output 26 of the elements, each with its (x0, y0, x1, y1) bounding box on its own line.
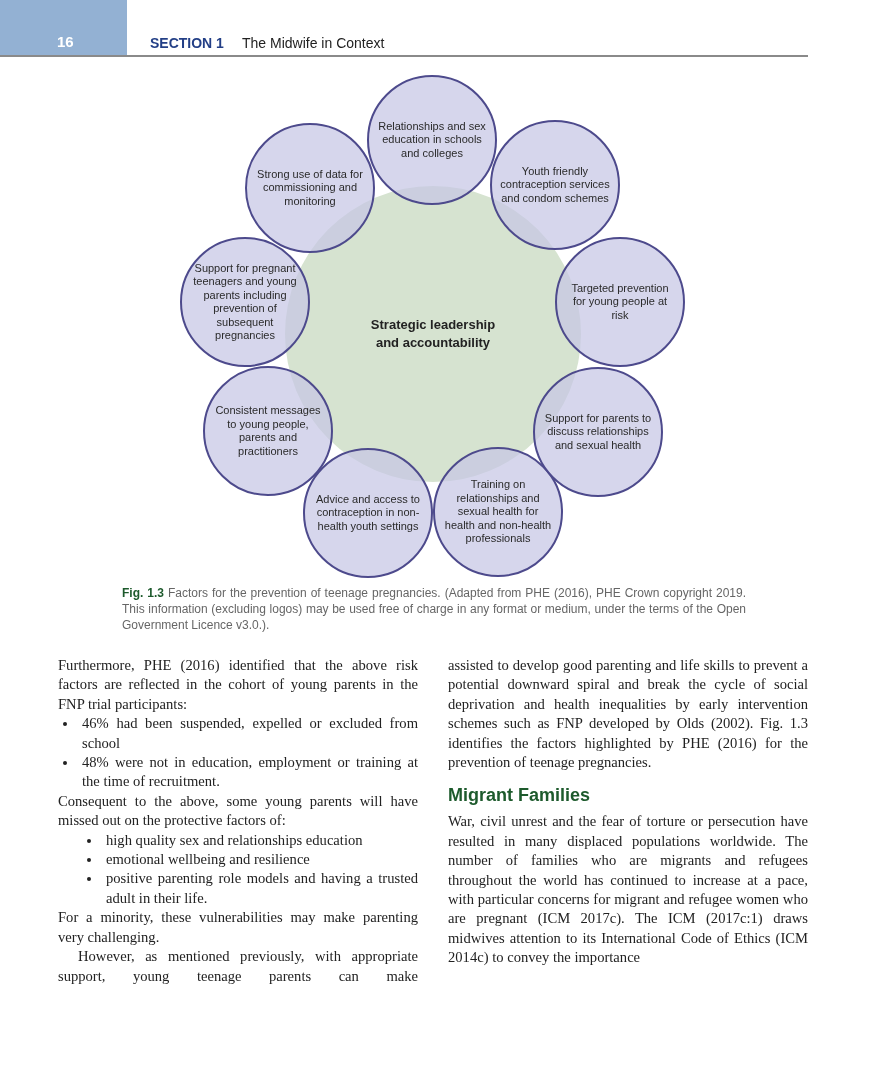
factor-text: Targeted prevention for young people at risk (570, 281, 670, 323)
factor-text: Support for parents to discuss relationships and sexual health (543, 411, 653, 453)
body-paragraph: War, civil unrest and the fear of torture or persecution have resulted in many displaced populations worldwide. The number of families who are migrants and refugees throughout the world has continued to increase at a pace, with particular concerns for migrant and refugee women who are pregnant (ICM 2017c). The ICM (2017c:1) draws midwives attention to its International Code of Ethics (ICM 2014c) to convey the importance (448, 812, 808, 968)
body-paragraph: Consequent to the above, some young parents will have missed out on the protective factors of: (58, 791, 418, 831)
body-paragraph: assisted to develop good parenting and life skills to prevent a potential downward spiral and break the cycle of social deprivation and health inequalities by early intervention schemes such as FNP developed by Olds (2002). Fig. 1.3 identifies the factors highlighted by PHE (2016) for the prevention of teenage pregnancies. (448, 656, 808, 773)
factor-text: Support for pregnant teenagers and young parents including prevention of subsequent pregnancies (192, 261, 298, 343)
factor-text: Advice and access to contraception in non-health youth settings (315, 492, 421, 534)
factor-text: Consistent messages to young people, parents and practitioners (214, 404, 322, 458)
centre-text: Strategic leadership and accountability (369, 316, 497, 352)
bullet-item: 48% were not in education, employment or training at the time of recruitment. (82, 753, 418, 792)
page-number: 16 (57, 33, 74, 50)
factor-text: Strong use of data for commissioning and monitoring (256, 167, 364, 209)
bullet-item: high quality sex and relationships education (106, 830, 364, 850)
body-paragraph: However, as mentioned previously, with appropriate support, young teenage parents can make (58, 947, 418, 986)
figure-caption: Fig. 1.3 Factors for the prevention of teenage pregnancies. (Adapted from PHE (2016), PHE Crown copyright 2019. This information (excluding logos) may be used free of charge in any format or medium, under the terms of the Open Government Licence v3.0.). (122, 585, 746, 633)
factor-text: Relationships and sex education in schools and colleges (377, 119, 487, 161)
body-paragraph: For a minority, these vulnerabilities may make parenting very challenging. (58, 908, 418, 947)
body-paragraph: Furthermore, PHE (2016) identified that the above risk factors are reflected in the cohort of young parents in the FNP trial participants: (58, 656, 418, 714)
bullet-item: 46% had been suspended, expelled or excluded from school (82, 714, 418, 753)
bullet-item: positive parenting role models and having a trusted adult in their life. (106, 869, 418, 908)
bullet-item: emotional wellbeing and resilience (106, 850, 311, 870)
section-heading: Migrant Families (448, 784, 592, 807)
running-head: The Midwife in Context (242, 35, 385, 51)
section-label: SECTION 1 (150, 35, 224, 51)
factor-text: Youth friendly contraception services and condom schemes (499, 164, 611, 206)
factor-text: Training on relationships and sexual health for health and non-health professionals (443, 478, 553, 546)
